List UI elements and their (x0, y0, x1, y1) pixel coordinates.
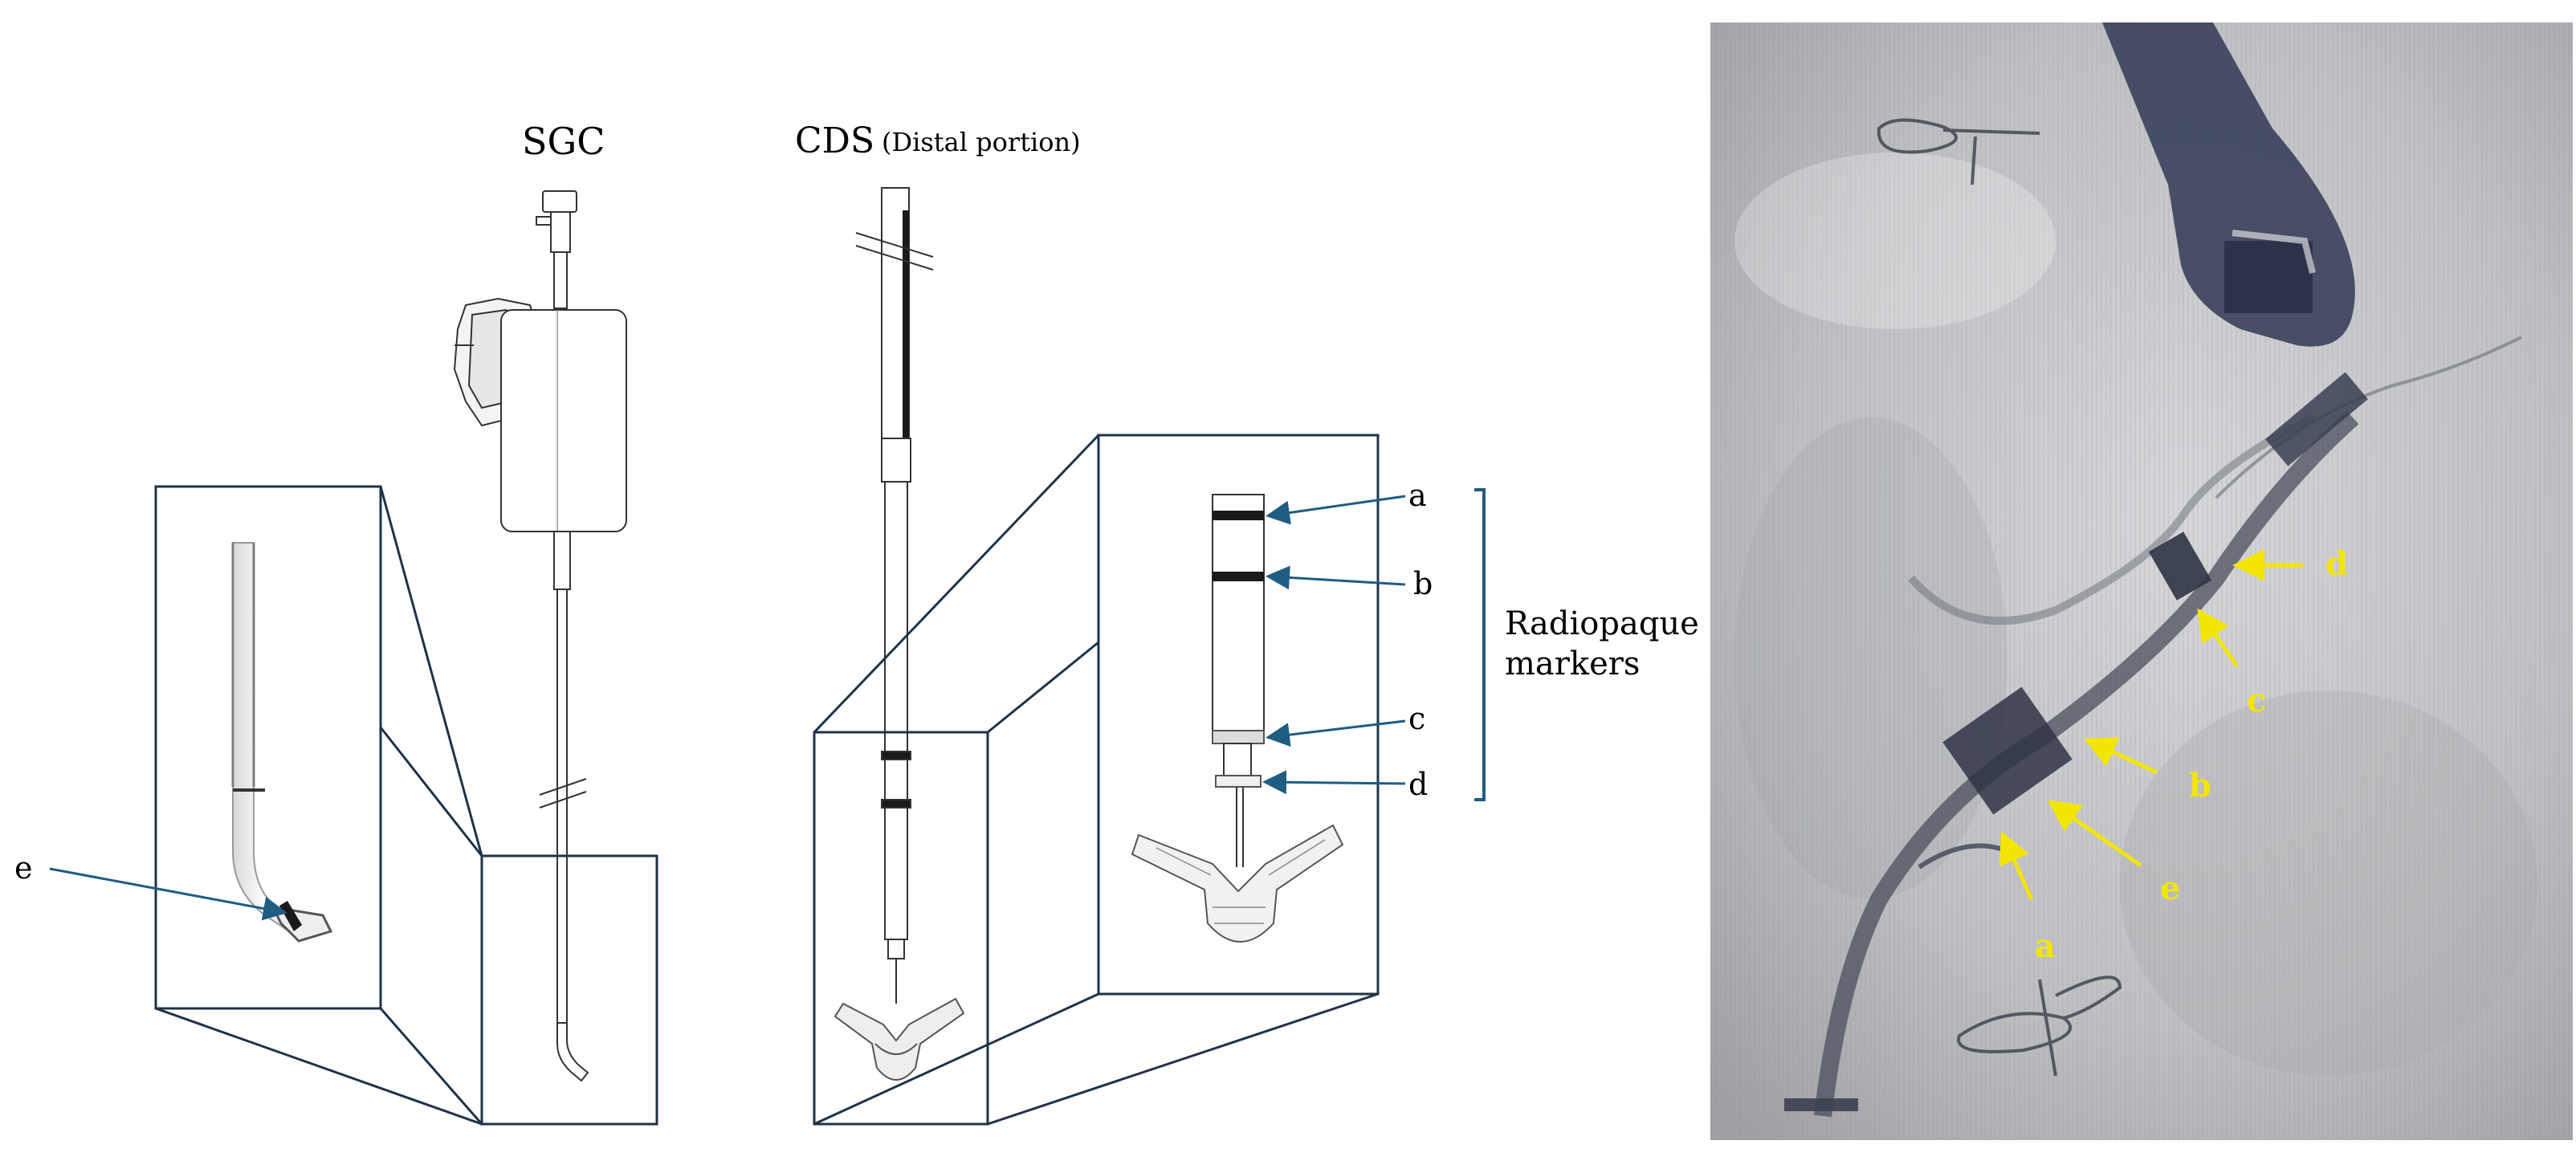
diagram-label-d: d (1408, 767, 1428, 802)
xray-arrow-a (1999, 830, 2034, 901)
xray-arrow-b (2083, 737, 2158, 775)
arrow-d (1262, 770, 1406, 795)
marker-band-a (1213, 511, 1264, 520)
sgc-shaft (539, 531, 589, 1082)
sgc-illustration: SGC (14, 120, 658, 1126)
diagram-label-c: c (1408, 701, 1425, 736)
xray-arrows (1999, 549, 2303, 901)
sgc-tip-magnified (231, 542, 333, 943)
xray-wire-loop-top (1877, 118, 2040, 185)
arrow-e (49, 867, 287, 921)
marker-band-d (1215, 775, 1262, 788)
markers-label-line1: Radiopaque (1505, 605, 1699, 642)
xray-label-e: e (2160, 870, 2180, 907)
sgc-body (500, 309, 627, 532)
fluoroscopy-image: d c b e a (1710, 22, 2573, 1140)
cds-zoom-box (813, 434, 1380, 1126)
xray-label-b: b (2189, 767, 2211, 805)
xray-arrow-e (2047, 800, 2142, 868)
cds-shaft (855, 187, 934, 1004)
arrow-c (1266, 719, 1406, 747)
sgc-title: SGC (522, 120, 605, 163)
cds-illustration: CDS (Distal portion) (795, 120, 1699, 1126)
diagram-label-e: e (14, 850, 33, 886)
xray-arrow-c (2197, 608, 2240, 668)
marker-band-b (1213, 572, 1264, 581)
sgc-hub (536, 190, 577, 309)
markers-bracket (1474, 488, 1486, 801)
diagram-label-a: a (1408, 478, 1427, 513)
xray-label-d: d (2325, 545, 2348, 583)
sgc-zoom-box (154, 485, 658, 1126)
xray-clip-device (1942, 686, 2073, 815)
cds-title-sub: (Distal portion) (882, 127, 1081, 157)
marker-band-c (1212, 730, 1265, 744)
markers-label-line2: markers (1505, 646, 1640, 682)
cds-clip-magnified (1131, 824, 1344, 943)
diagram-label-b: b (1413, 566, 1433, 601)
xray-label-c: c (2247, 682, 2266, 719)
xray-label-a: a (2035, 927, 2056, 965)
arrow-a (1266, 495, 1406, 525)
arrow-b (1266, 565, 1406, 590)
marker-arrows (1262, 495, 1406, 795)
xray-delivery-system (2265, 372, 2368, 466)
cds-tip-magnified (1131, 494, 1344, 943)
cds-clip-small (834, 997, 965, 1081)
xray-wire-loop-bottom (1957, 976, 2122, 1077)
cds-title-main: CDS (795, 120, 874, 161)
